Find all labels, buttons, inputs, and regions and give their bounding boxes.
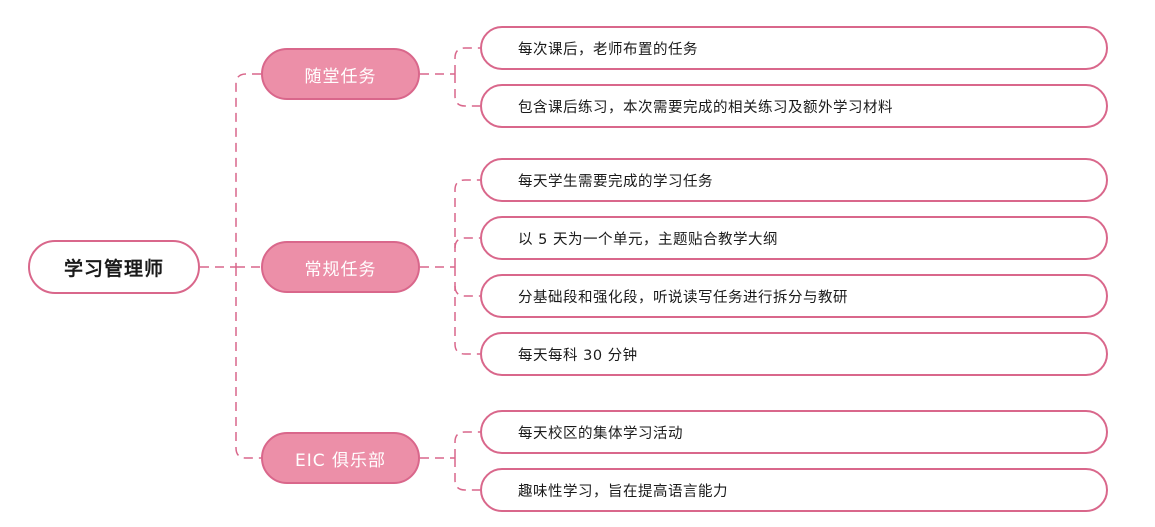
connector-branch-1-bottom — [454, 74, 480, 107]
branch-node-3: EIC 俱乐部 — [261, 432, 420, 484]
connector-branch-3-bottom — [454, 458, 480, 491]
leaf-node: 以 5 天为一个单元，主题贴合教学大纲 — [480, 216, 1108, 260]
leaf-node: 每天每科 30 分钟 — [480, 332, 1108, 376]
branch-node-1: 随堂任务 — [261, 48, 420, 100]
leaf-node: 包含课后练习，本次需要完成的相关练习及额外学习材料 — [480, 84, 1108, 128]
connector-trunk-top — [235, 73, 261, 267]
connector-branch-2-bottom — [454, 267, 480, 355]
connector-branch-2-top — [454, 179, 480, 267]
leaf-node: 每天学生需要完成的学习任务 — [480, 158, 1108, 202]
root-node: 学习管理师 — [28, 240, 200, 294]
leaf-node: 每次课后，老师布置的任务 — [480, 26, 1108, 70]
connector-branch-3-top — [454, 431, 480, 458]
leaf-node: 趣味性学习，旨在提高语言能力 — [480, 468, 1108, 512]
connector-trunk-bottom — [235, 267, 261, 459]
leaf-node: 分基础段和强化段，听说读写任务进行拆分与教研 — [480, 274, 1108, 318]
connector-branch-2-leaf3 — [454, 285, 480, 297]
connector-branch-2-leaf2 — [454, 237, 480, 249]
branch-node-2: 常规任务 — [261, 241, 420, 293]
leaf-node: 每天校区的集体学习活动 — [480, 410, 1108, 454]
connector-branch-1-top — [454, 47, 480, 74]
